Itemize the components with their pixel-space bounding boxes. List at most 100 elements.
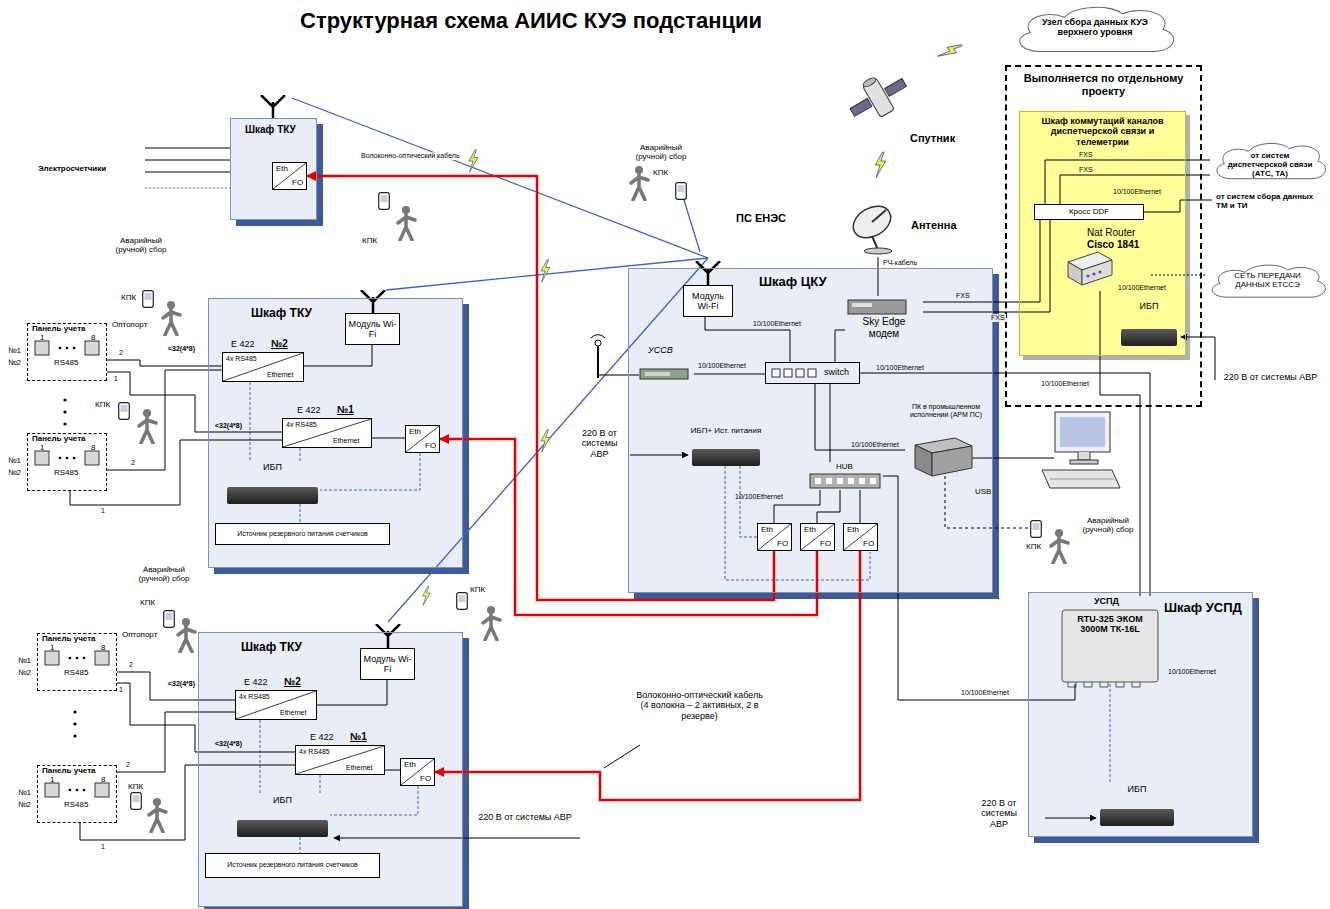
- diagonal-line: [406, 426, 439, 452]
- node-text: Панель учета: [42, 766, 96, 775]
- satellite-dish-part: [864, 248, 892, 254]
- diagonal-line: [223, 353, 303, 381]
- node-text: 4x RS485: [226, 355, 257, 363]
- uspd-device-part: [1062, 610, 1158, 682]
- connector: [878, 257, 879, 296]
- antenna-part: [598, 375, 639, 376]
- node-text: Источник резервного питания счетчиков: [208, 861, 377, 869]
- antenna-part: [376, 624, 400, 648]
- router-icon-part: [1092, 272, 1095, 275]
- node-text: 1: [40, 333, 44, 342]
- edge-label: Волоконно-оптический кабель: [360, 152, 461, 160]
- node-text: №2: [271, 338, 288, 350]
- node-text: Модуль Wi-Fi: [686, 291, 730, 312]
- edge-label: 10/100Ethernet: [1112, 188, 1162, 196]
- operator-with-handheld-part: [457, 593, 468, 610]
- diagonal-line: [844, 524, 877, 550]
- connector: [107, 370, 222, 470]
- industrial-pc: [915, 438, 972, 476]
- meter-part: [85, 451, 99, 465]
- power-input-part: [1045, 818, 1096, 819]
- meter-panel: Панель учета18RS485№1№2: [27, 433, 107, 491]
- diagonal-line: [401, 759, 434, 785]
- node-text: 8: [91, 443, 95, 452]
- node-text: ИБП+ Ист. питания: [690, 426, 762, 435]
- note-label: 220 В от системы АВР: [572, 428, 627, 459]
- cloud-node: Узел сбора данных КУЭ верхнего уровня: [1010, 3, 1180, 58]
- cabinet: Шкаф УСПДУСПДRTU-325 ЭКОМ 3000М ТК-16LИБ…: [1028, 592, 1253, 837]
- node-text: Узел сбора данных КУЭ верхнего уровня: [1040, 17, 1150, 38]
- node-text: FO: [863, 539, 874, 548]
- diagonal-line: [801, 524, 834, 550]
- node-text: Модуль Wi-Fi: [363, 654, 412, 675]
- ellipsis-dots-part: [59, 457, 62, 460]
- ellipsis-dots-part: [63, 398, 66, 401]
- operator-with-handheld-part: [398, 206, 415, 240]
- meter-part: [35, 451, 49, 465]
- edge-label: 10/100Ethernet: [960, 689, 1010, 697]
- converter-box: E 422№14x RS485Ethernet: [295, 745, 385, 775]
- switch-ports-part: [784, 369, 792, 377]
- device-box: Источник резервного питания счетчиков: [215, 523, 390, 545]
- meter-part: [95, 783, 109, 797]
- node-text: Панель учета: [42, 634, 96, 643]
- industrial-pc-part: [915, 445, 932, 476]
- antenna-part: [597, 346, 599, 378]
- edge-label: 10/100Ethernet: [752, 320, 802, 328]
- node-text: Eth: [409, 427, 421, 436]
- switch-ports-part: [808, 369, 816, 377]
- radio-links-part: [422, 586, 430, 605]
- device-icon-node: УССВ: [636, 345, 694, 382]
- industrial-pc-part: [932, 446, 972, 476]
- cloud-node: СЕТЬ ПЕРЕДАЧИ ДАННЫХ ЕТССЭ: [1205, 262, 1330, 302]
- meter-part: [45, 651, 59, 665]
- note-label: Аварийный (ручной) сбор: [1072, 516, 1144, 534]
- note-label: <32(4*8): [215, 422, 242, 430]
- uspd-device: [1062, 610, 1158, 687]
- node-text: Оптопорт: [112, 320, 147, 329]
- converter-box: EthFO: [400, 758, 435, 786]
- node-text: №1: [18, 656, 31, 665]
- node-text: Nat Router: [1087, 227, 1151, 239]
- power-unit: ИБП+ Ист. питания: [690, 426, 762, 466]
- node-text: ИБП: [1119, 301, 1179, 311]
- ellipsis-dots: [59, 347, 86, 792]
- note-label: <32(4*8): [168, 345, 195, 353]
- workstation-part: [1070, 460, 1098, 464]
- node-text: switch: [824, 367, 849, 377]
- node-text: Eth: [761, 525, 773, 534]
- converter-box: E 422№24x RS485Ethernet: [235, 690, 317, 720]
- power-input-part: [334, 838, 580, 839]
- node-text: от систем сбора данных ТМ и ТИ: [1216, 192, 1326, 210]
- node-text: 8: [101, 643, 105, 652]
- ellipsis-dots-part: [69, 657, 72, 660]
- node-text: ИБП: [235, 795, 330, 805]
- node-text: ИБП: [1098, 784, 1176, 794]
- converter-box: E 422№14x RS485Ethernet: [282, 418, 372, 448]
- node-text: ИБП: [225, 462, 320, 472]
- device-box: Модуль Wi-Fi: [360, 648, 415, 680]
- edge-label: 2: [128, 661, 134, 669]
- node-text: 1: [50, 775, 54, 784]
- antenna-part: [361, 290, 385, 314]
- fiber-optic-link: [435, 551, 860, 800]
- node-text: FO: [292, 178, 303, 187]
- power-input-part: [630, 455, 688, 456]
- edge-label: 1: [113, 375, 119, 383]
- note-label: 10/100Ethernet: [1168, 668, 1216, 676]
- meter-panel: Панель учета18RS485№1№2: [37, 765, 117, 823]
- diagonal-line: [236, 691, 316, 719]
- connector: [835, 330, 845, 362]
- device-icon-node: ПК в промышленном исполнении (АРМ ПС): [905, 403, 987, 475]
- cloud-outline: [1217, 143, 1326, 178]
- node-text: Eth: [804, 525, 816, 534]
- operator-with-handheld-part: [119, 403, 130, 420]
- diagonal-line: [296, 746, 384, 774]
- power-unit: ИБП: [235, 795, 330, 837]
- node-text: 4x RS485: [299, 748, 330, 756]
- note-label: Электросчетчики: [38, 164, 106, 173]
- device-icon-node: Sky Edge модем: [845, 296, 923, 344]
- node-text: Шкаф УСПД: [1164, 601, 1242, 616]
- node-text: Панель учета: [32, 434, 86, 443]
